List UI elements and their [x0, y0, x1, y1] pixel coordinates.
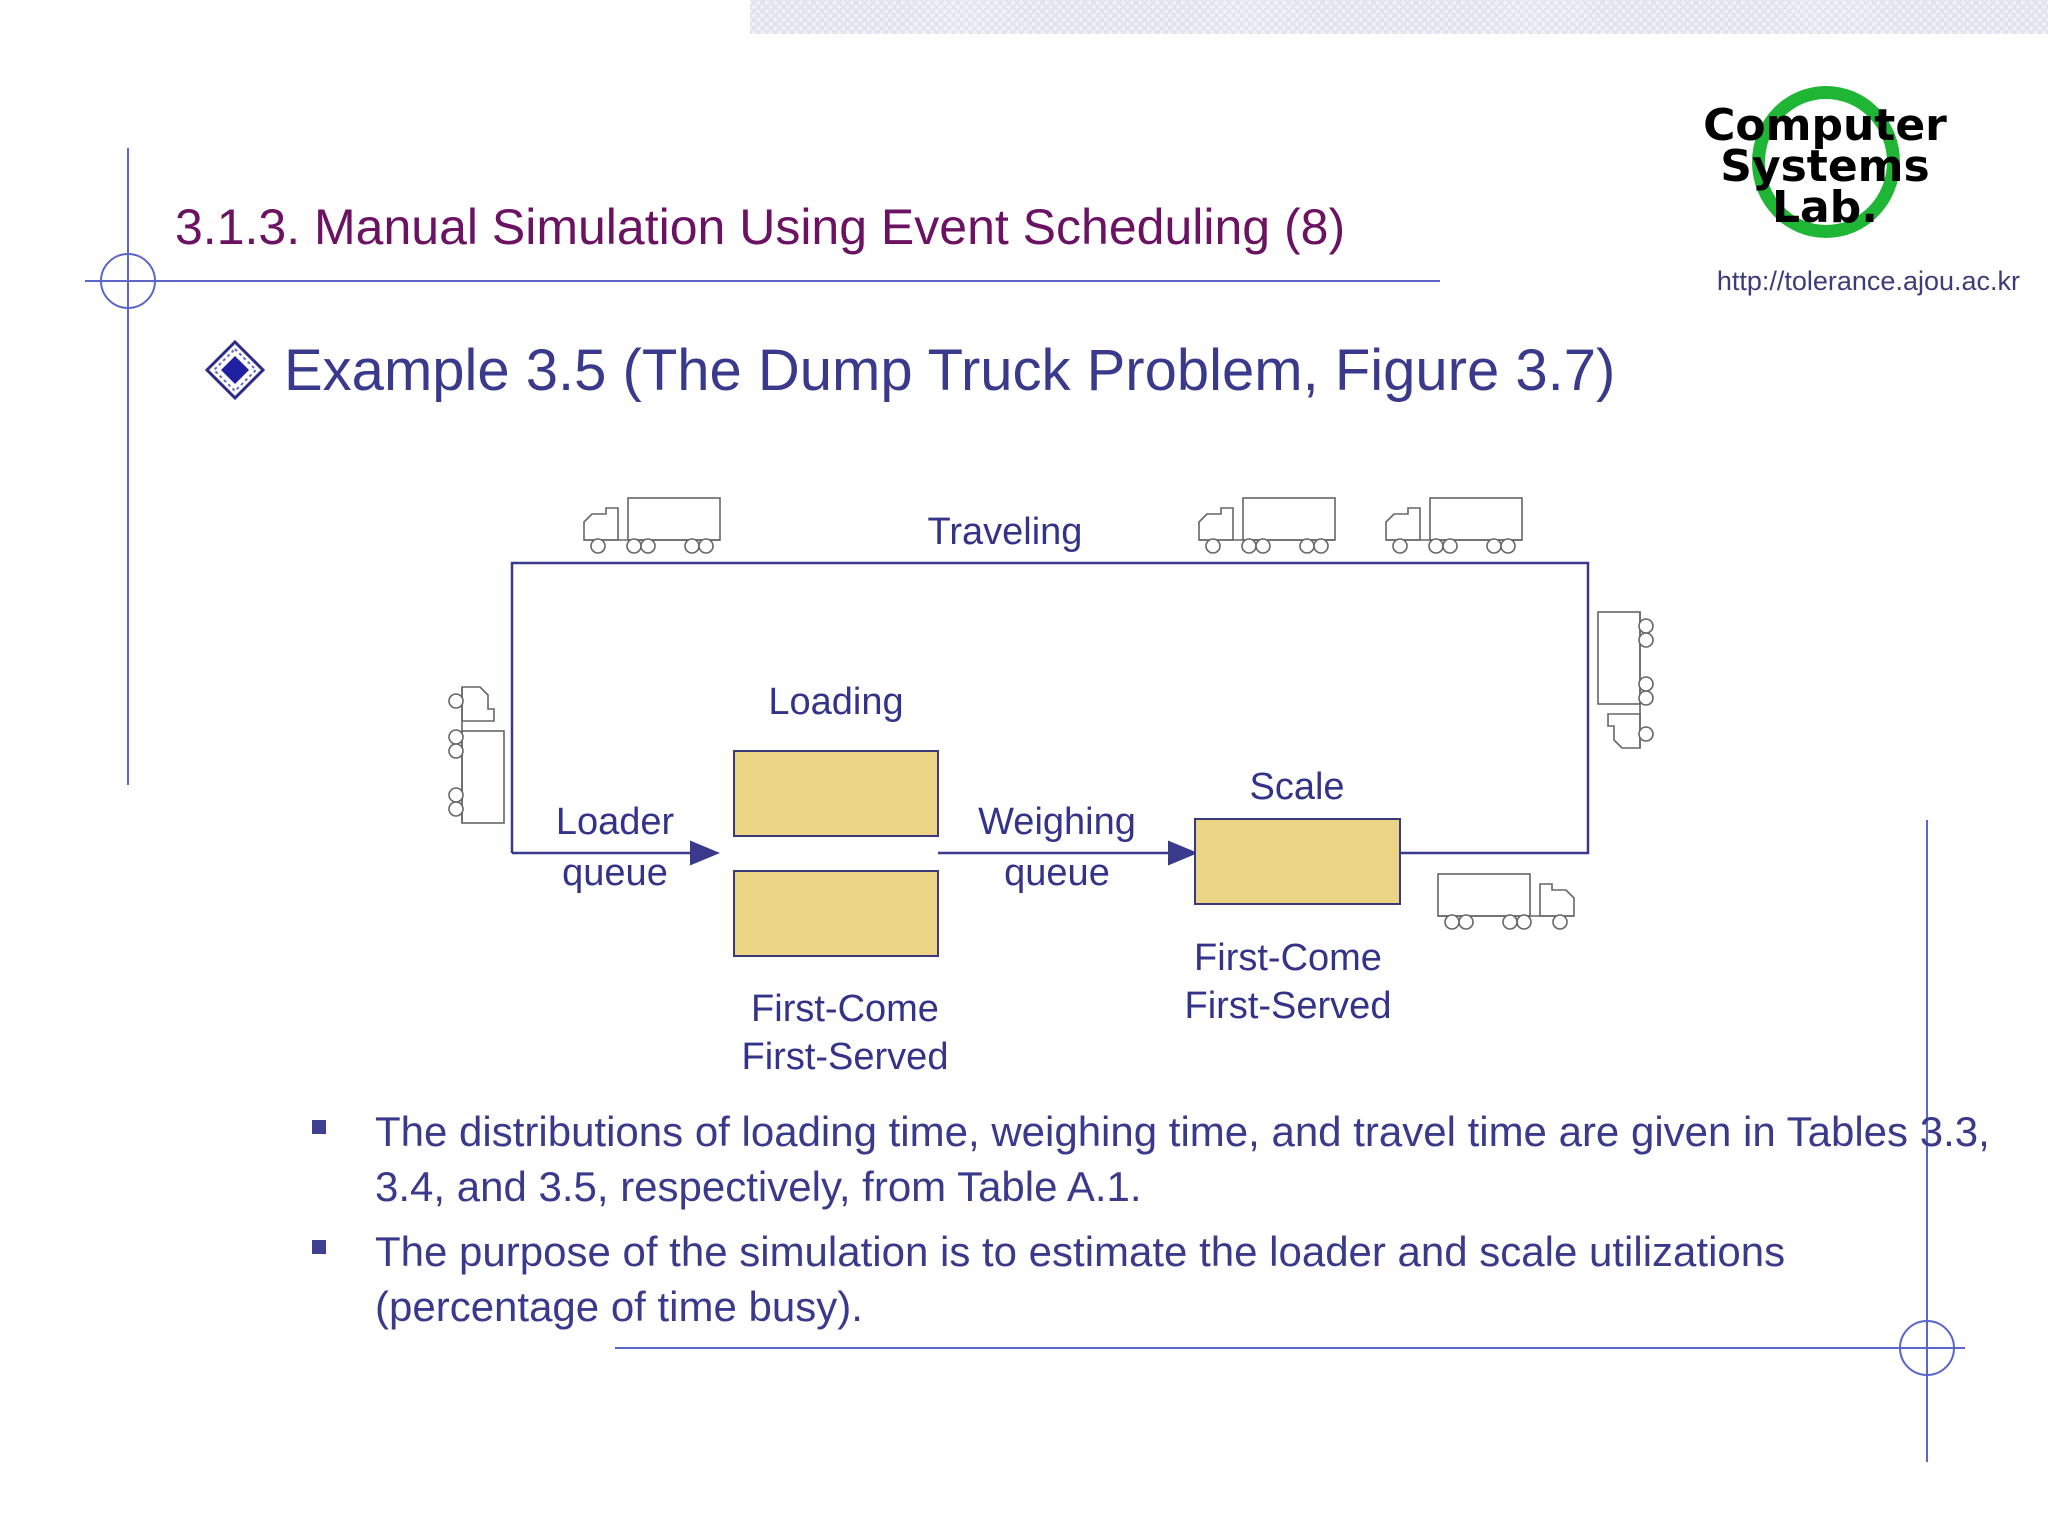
lab-url: http://tolerance.ajou.ac.kr	[1716, 266, 2020, 296]
header-pattern-strip	[750, 0, 2048, 34]
square-bullet-icon	[312, 1240, 326, 1254]
diamond-bullet-icon	[205, 340, 265, 400]
truck-icon	[1198, 497, 1336, 554]
traveling-loop-line	[510, 561, 1590, 855]
bullet-item: The distributions of loading time, weigh…	[375, 1108, 1990, 1210]
traveling-label: Traveling	[927, 511, 1083, 553]
truck-icon	[1385, 497, 1523, 554]
scale-discipline-line-2: First-Served	[1184, 985, 1392, 1027]
slide-title: 3.1.3. Manual Simulation Using Event Sch…	[175, 199, 1346, 255]
scale-label: Scale	[1249, 766, 1345, 808]
logo-text-line-2: Systems	[1720, 141, 1930, 192]
loading-label: Loading	[768, 681, 904, 723]
loader-discipline-line-2: First-Served	[741, 1036, 949, 1078]
logo-text-line-1: Computer	[1703, 100, 1947, 151]
weighing-queue-label-line-1: Weighing	[978, 801, 1136, 843]
truck-icon	[448, 686, 505, 824]
weighing-queue-label-line-2: queue	[1004, 852, 1110, 894]
loader-discipline-line-1: First-Come	[751, 988, 939, 1030]
logo-text-line-3: Lab.	[1772, 182, 1878, 233]
example-heading: Example 3.5 (The Dump Truck Problem, Fig…	[284, 338, 1616, 403]
truck-icon	[1437, 873, 1575, 930]
scale-server	[1194, 818, 1401, 905]
truck-icon	[583, 497, 721, 554]
scale-discipline-line-1: First-Come	[1194, 937, 1382, 979]
loader-queue-label-line-2: queue	[562, 852, 668, 894]
loader-server-1	[733, 750, 939, 837]
truck-icon	[1597, 611, 1654, 749]
loader-server-2	[733, 870, 939, 957]
computer-systems-lab-logo: Computer Systems Lab.	[1700, 82, 1950, 254]
square-bullet-icon	[312, 1120, 326, 1134]
bullet-item: The purpose of the simulation is to esti…	[375, 1228, 1786, 1330]
loader-queue-label-line-1: Loader	[555, 801, 675, 843]
